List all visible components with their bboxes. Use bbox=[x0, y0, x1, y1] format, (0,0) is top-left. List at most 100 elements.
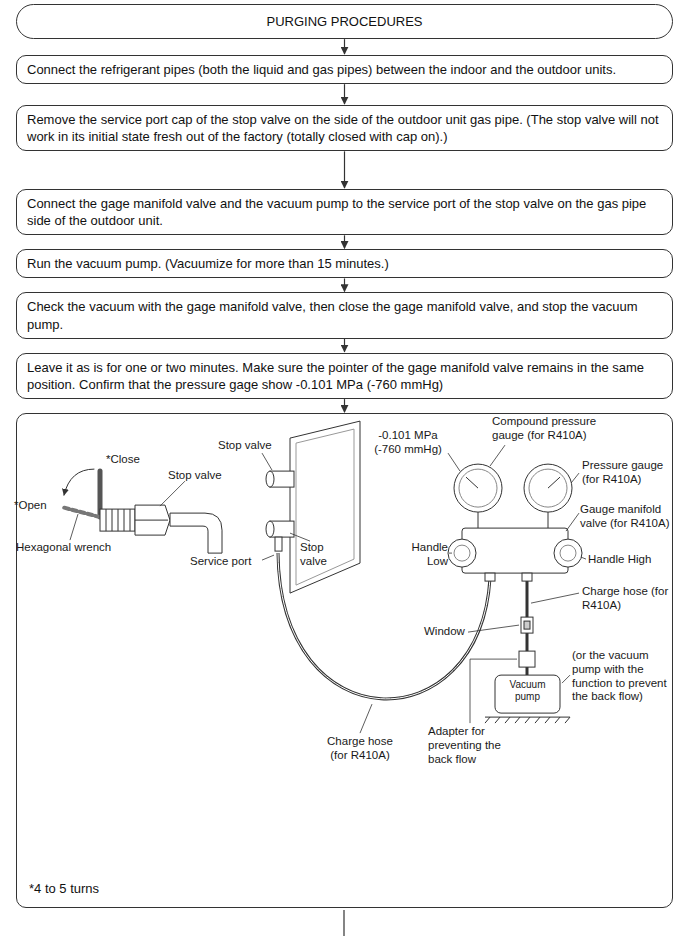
vacuum-pump bbox=[495, 675, 560, 713]
vacuum-pump bbox=[485, 717, 570, 718]
pressure-gauge bbox=[466, 477, 478, 488]
vacuum-pump bbox=[535, 717, 540, 723]
process-box: Leave it as is for one or two minutes. M… bbox=[16, 353, 673, 399]
outdoor-unit bbox=[290, 421, 360, 593]
step-text: Run the vacuum pump. (Vacuumize for more… bbox=[27, 255, 662, 272]
part-label: Charge hose (for R410A) bbox=[318, 735, 402, 763]
part-label: Handle High bbox=[588, 553, 670, 567]
step-text: Connect the refrigerant pipes (both the … bbox=[27, 61, 662, 78]
vacuum-pump bbox=[485, 717, 490, 723]
gauge-manifold bbox=[448, 528, 582, 581]
part-label: Charge hose (for R410A) bbox=[582, 585, 672, 613]
stop-valve bbox=[118, 509, 119, 531]
flow-arrow bbox=[344, 84, 345, 104]
leader-line bbox=[562, 675, 570, 683]
vacuum-hose bbox=[519, 651, 535, 667]
part-label: Compound pressure gauge (for R410A) bbox=[492, 415, 604, 443]
leader-line bbox=[160, 481, 185, 506]
stop-valve bbox=[124, 509, 125, 531]
leader-line bbox=[468, 625, 519, 632]
leader-line bbox=[449, 553, 452, 554]
illustration-group bbox=[62, 421, 586, 936]
pump-label: Vacuum pump bbox=[497, 679, 558, 703]
vacuum-pump bbox=[505, 717, 510, 723]
part-label: Stop valve bbox=[168, 469, 238, 483]
leader-line bbox=[448, 453, 460, 471]
process-box: Check the vacuum with the gage manifold … bbox=[16, 292, 673, 338]
stop-valve bbox=[130, 509, 131, 531]
part-label: *Open bbox=[14, 499, 54, 513]
process-box: Connect the refrigerant pipes (both the … bbox=[16, 55, 673, 84]
part-label: -0.101 MPa (-760 mmHg) bbox=[366, 429, 450, 457]
leader-line bbox=[470, 659, 517, 723]
note-text: *4 to 5 turns bbox=[29, 880, 99, 897]
leader-line bbox=[262, 555, 274, 560]
stop-valve bbox=[106, 509, 107, 531]
title-box: PURGING PROCEDURES bbox=[16, 4, 673, 39]
pressure-gauge bbox=[478, 512, 479, 529]
step-text: Connect the gage manifold valve and the … bbox=[27, 195, 662, 229]
part-label: Handle Low bbox=[398, 541, 448, 569]
flow-arrow bbox=[344, 39, 345, 54]
leader-line bbox=[566, 513, 579, 531]
outdoor-unit bbox=[296, 429, 354, 585]
part-label: *Close bbox=[106, 453, 156, 467]
vacuum-pump bbox=[485, 675, 570, 723]
part-label: Stop valve bbox=[218, 439, 288, 453]
part-label: Stop valve bbox=[300, 541, 334, 569]
vacuum-hose bbox=[519, 581, 535, 675]
vacuum-pump bbox=[555, 717, 560, 723]
stop-valve bbox=[275, 537, 282, 551]
leader-line bbox=[490, 445, 505, 466]
stop-valve bbox=[266, 521, 274, 537]
stop-valve bbox=[100, 505, 222, 553]
gauge-manifold bbox=[560, 545, 576, 561]
flow-arrow bbox=[344, 278, 345, 291]
gauge-manifold bbox=[485, 573, 495, 581]
vacuum-pump bbox=[565, 717, 570, 723]
charge-hose bbox=[278, 553, 490, 699]
gauge-manifold bbox=[454, 545, 470, 561]
part-label: Adapter for preventing the back flow bbox=[428, 725, 520, 766]
leader-line bbox=[531, 593, 579, 603]
stop-valve bbox=[266, 471, 274, 487]
charge-hose bbox=[278, 553, 490, 699]
vacuum-pump bbox=[495, 717, 500, 723]
hexagonal-wrench bbox=[62, 469, 100, 517]
leader-line bbox=[70, 514, 78, 540]
part-label: (or the vacuum pump with the function to… bbox=[572, 649, 672, 704]
pressure-gauge bbox=[459, 469, 497, 507]
pressure-gauge bbox=[454, 464, 572, 529]
pressure-gauge bbox=[548, 512, 549, 529]
part-label: Service port bbox=[190, 555, 262, 569]
leader-line bbox=[262, 453, 272, 470]
part-label: Gauge manifold valve (for R410A) bbox=[580, 503, 672, 531]
leader-line bbox=[360, 704, 372, 733]
process-box: Connect the gage manifold valve and the … bbox=[16, 189, 673, 235]
gauge-manifold bbox=[462, 528, 568, 573]
leader-line bbox=[70, 445, 586, 733]
stop-valve bbox=[170, 513, 222, 553]
stop-valve bbox=[112, 509, 113, 531]
stop-valve bbox=[135, 505, 170, 535]
hexagonal-wrench bbox=[62, 507, 100, 517]
gauge-manifold bbox=[522, 573, 532, 581]
flow-arrow bbox=[343, 910, 344, 936]
part-label: Hexagonal wrench bbox=[16, 541, 126, 555]
process-box: Remove the service port cap of the stop … bbox=[16, 105, 673, 151]
part-label: Pressure gauge (for R410A) bbox=[582, 459, 672, 487]
step-text: Remove the service port cap of the stop … bbox=[27, 111, 662, 145]
flow-arrow bbox=[344, 339, 345, 352]
vacuum-pump bbox=[525, 717, 530, 723]
flow-arrow bbox=[344, 151, 345, 188]
stop-valve bbox=[266, 471, 294, 551]
stop-valve bbox=[135, 520, 168, 521]
gauge-manifold bbox=[554, 539, 582, 567]
flow-arrow bbox=[344, 399, 345, 412]
hexagonal-wrench bbox=[64, 469, 94, 495]
outdoor-unit bbox=[290, 421, 360, 593]
vacuum-hose bbox=[521, 617, 533, 633]
vacuum-pump bbox=[545, 717, 550, 723]
pressure-gauge bbox=[529, 469, 567, 507]
